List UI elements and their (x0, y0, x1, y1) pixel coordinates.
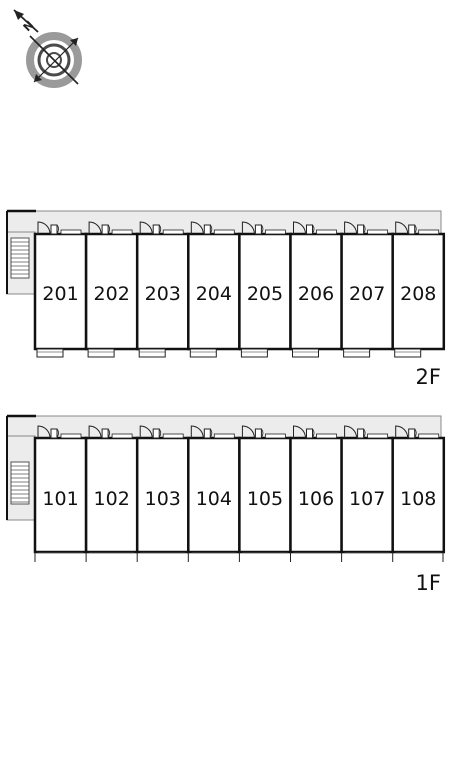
unit-207: 207 (340, 221, 394, 358)
unit-number: 206 (298, 283, 334, 305)
unit-number: 103 (145, 488, 181, 510)
unit-number: 105 (247, 488, 283, 510)
unit-106: 106 (289, 425, 343, 562)
unit-number: 102 (94, 488, 130, 510)
unit-203: 203 (135, 221, 190, 358)
compass-rose-icon: N (13, 9, 82, 88)
unit-108: 108 (391, 425, 446, 562)
unit-107: 107 (340, 425, 394, 562)
unit-201: 201 (33, 221, 88, 358)
unit-number: 208 (400, 283, 436, 305)
unit-number: 106 (298, 488, 334, 510)
door-icon (88, 221, 102, 235)
door-icon (88, 425, 102, 439)
door-icon (139, 221, 153, 235)
balcony (189, 348, 217, 358)
balcony (240, 348, 268, 358)
balcony (36, 348, 64, 358)
balcony (87, 348, 115, 358)
unit-101: 101 (33, 425, 88, 562)
north-marker: N (21, 18, 37, 34)
balcony (292, 348, 319, 358)
door-icon (293, 425, 306, 439)
unit-102: 102 (84, 425, 139, 562)
floor-label: 1F (416, 571, 441, 595)
unit-number: 108 (400, 488, 436, 510)
staircase-icon (10, 237, 30, 279)
unit-number: 205 (247, 283, 283, 305)
door-icon (241, 425, 255, 439)
unit-206: 206 (289, 221, 343, 358)
unit-103: 103 (135, 425, 190, 562)
floor-2f: 201 202 203 204 205 206 207 208 2F (6, 209, 446, 389)
unit-205: 205 (238, 221, 292, 358)
unit-number: 107 (349, 488, 385, 510)
staircase-icon (10, 461, 30, 505)
unit-204: 204 (187, 221, 241, 358)
unit-number: 101 (42, 488, 78, 510)
unit-number: 203 (145, 283, 181, 305)
floor-1f: 101 102 103 104 105 106 107 108 1F (6, 414, 446, 595)
unit-202: 202 (84, 221, 139, 358)
floor-label: 2F (416, 365, 441, 389)
unit-number: 204 (196, 283, 232, 305)
balcony (138, 348, 166, 358)
door-icon (395, 425, 409, 439)
unit-number: 207 (349, 283, 385, 305)
unit-number: 202 (94, 283, 130, 305)
balcony (343, 348, 371, 358)
unit-number: 201 (42, 283, 78, 305)
door-icon (293, 221, 306, 235)
door-icon (190, 425, 204, 439)
door-icon (241, 221, 255, 235)
unit-104: 104 (187, 425, 241, 562)
door-icon (344, 425, 358, 439)
door-icon (37, 425, 51, 439)
door-icon (139, 425, 153, 439)
door-icon (395, 221, 409, 235)
unit-105: 105 (238, 425, 292, 562)
unit-number: 104 (196, 488, 232, 510)
door-icon (344, 221, 358, 235)
door-icon (37, 221, 51, 235)
door-icon (190, 221, 204, 235)
unit-208: 208 (391, 221, 446, 358)
balcony (394, 348, 422, 358)
